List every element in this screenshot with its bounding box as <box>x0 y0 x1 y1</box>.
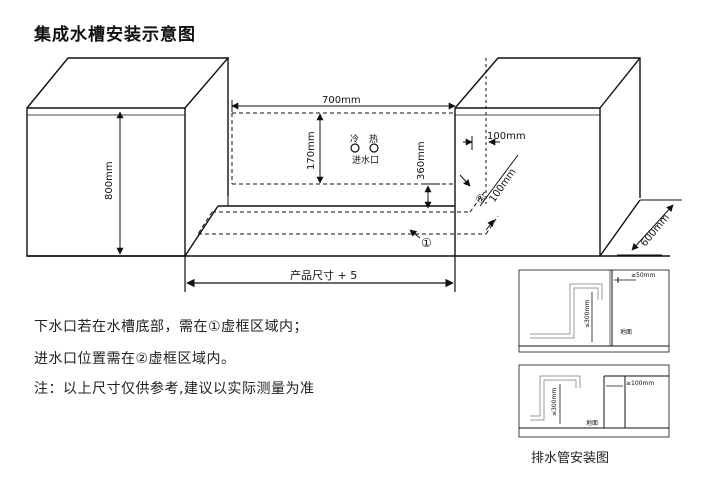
dim-360-label: 360mm <box>416 141 427 180</box>
dim-product-size <box>184 256 456 292</box>
dim-700-label: 700mm <box>322 95 361 106</box>
dim-800-label: 800mm <box>104 161 115 200</box>
zone1-marker: ① <box>409 229 432 250</box>
note-disclaimer: 注：以上尺寸仅供参考,建议以实际测量为准 <box>34 381 315 397</box>
drain-diagram-top <box>518 269 670 353</box>
hot-inlet-circle <box>369 143 379 153</box>
sink-opening <box>184 196 455 257</box>
dim-600 <box>617 199 682 256</box>
drain-top-floor: 地面 <box>620 328 632 336</box>
note-drain-zone: 下水口若在水槽底部，需在①虚框区域内； <box>34 319 309 335</box>
diagram-title: 集成水槽安装示意图 <box>34 25 196 45</box>
zone1-dashed-box <box>197 189 499 235</box>
drain-top-gap: ≥50mm <box>631 272 656 279</box>
dim-100-top <box>463 136 500 150</box>
inlet-label: 进水口 <box>352 154 379 166</box>
drain-bottom-floor: 地面 <box>586 419 598 427</box>
cold-label: 冷 <box>350 133 359 145</box>
dim-170-label: 170mm <box>306 131 317 170</box>
drain-top-height: ≤300mm <box>584 300 591 328</box>
hot-label: 热 <box>369 133 378 145</box>
drain-diagram-caption: 排水管安装图 <box>531 451 610 466</box>
svg-text:①: ① <box>421 236 432 250</box>
zone2-dashed-box <box>231 112 455 185</box>
dim-700 <box>231 100 456 112</box>
drain-bottom-gap: ≥100mm <box>626 380 654 387</box>
dim-product-size-label: 产品尺寸 + 5 <box>290 268 357 282</box>
note-inlet-zone: 进水口位置需在②虚框区域内。 <box>34 351 236 367</box>
right-cabinet <box>454 57 641 257</box>
drain-bottom-height: ≤300mm <box>551 388 558 416</box>
dim-600-label: 600mm <box>639 212 672 249</box>
dim-100-diag <box>459 154 519 231</box>
drain-diagram-bottom <box>518 364 670 438</box>
cold-inlet-circle <box>350 143 360 153</box>
left-cabinet <box>26 57 230 257</box>
dim-100-top-label: 100mm <box>487 131 526 142</box>
dim-100-diag-label: 100mm <box>487 167 518 205</box>
